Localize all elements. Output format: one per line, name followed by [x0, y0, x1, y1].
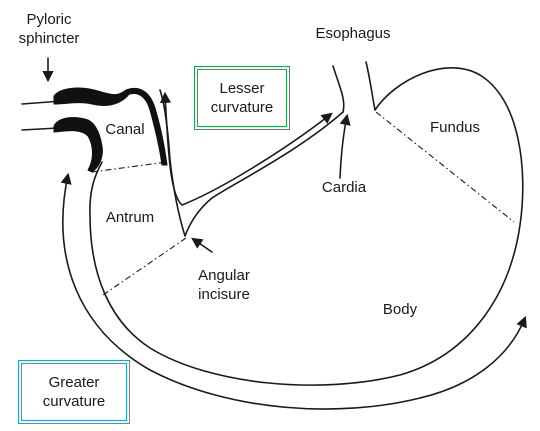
pyloric-sphincter-label-line2: sphincter — [18, 30, 80, 47]
esophagus-label: Esophagus — [315, 25, 391, 42]
lesser-curvature-label-line1: Lesser — [219, 80, 265, 97]
pyloric-sphincter-label-line1: Pyloric — [26, 11, 72, 28]
antrum-label: Antrum — [105, 209, 155, 226]
lesser-curvature-box: Lesser curvature — [194, 66, 290, 130]
esophagus-right-wall — [365, 61, 376, 111]
lesser-curvature-label-line2: curvature — [210, 99, 274, 116]
cardia-fundus-divider — [375, 111, 515, 223]
pyloric-sphincter-upper — [53, 87, 133, 106]
canal-label: Canal — [105, 121, 145, 138]
antrum-body-divider — [102, 237, 187, 296]
pyloric-canal-thick-wall — [125, 87, 168, 166]
duodenum-lower-wall — [21, 127, 59, 131]
greater-curvature-arrow — [60, 172, 527, 410]
fundus-label: Fundus — [429, 119, 481, 136]
greater-curvature-box: Greater curvature — [18, 360, 130, 424]
greater-curvature-label-line2: curvature — [42, 393, 106, 410]
greater-curvature-label-line1: Greater — [48, 374, 100, 391]
pyloric-sphincter-lower — [53, 117, 103, 173]
pyloric-sphincter-label: Pyloric sphincter — [2, 10, 96, 48]
esophagus-left-wall — [332, 65, 345, 113]
angular-incisure-label: Angular incisure — [184, 266, 264, 304]
body-label: Body — [382, 301, 418, 318]
angular-incisure-arrow — [191, 237, 213, 253]
canal-antrum-divider — [91, 161, 168, 173]
cardia-label: Cardia — [321, 179, 367, 196]
angular-incisure-label-line2: incisure — [198, 286, 250, 303]
angular-incisure-label-line1: Angular — [198, 267, 250, 284]
cardia-arrow — [339, 113, 351, 179]
